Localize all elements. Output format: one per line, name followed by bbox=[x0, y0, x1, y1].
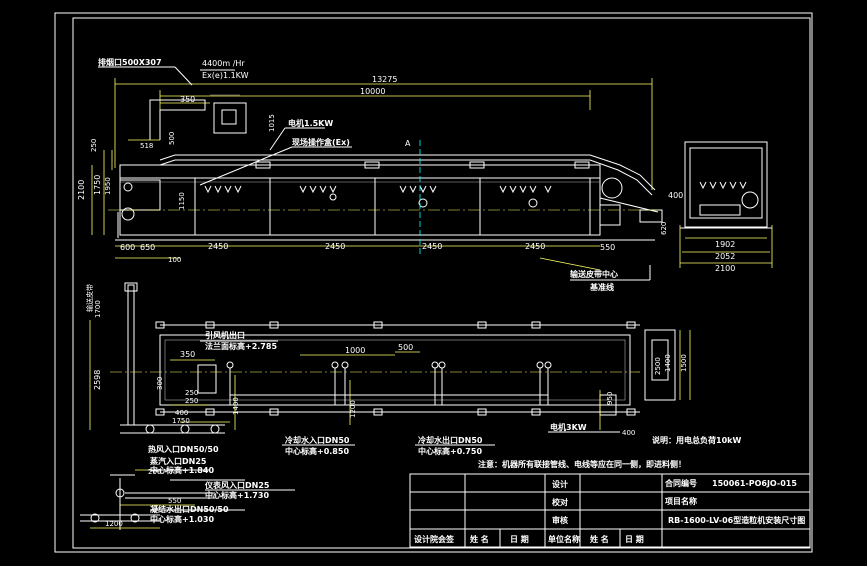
tb-institute: 设计院会签 bbox=[414, 534, 455, 544]
cond-out-label-2: 中心标高+1.030 bbox=[150, 514, 214, 524]
dim-plan-950: 950 bbox=[606, 392, 614, 405]
baseline-label-2: 基准线 bbox=[589, 282, 614, 292]
dim-seg3: 2450 bbox=[422, 242, 442, 251]
title-block bbox=[409, 473, 811, 548]
control-box-label: 现场操作盒(Ex) bbox=[292, 137, 350, 147]
dim-h1950: 1950 bbox=[104, 177, 112, 195]
dim-650: 650 bbox=[140, 243, 155, 252]
tb-design: 设计 bbox=[552, 479, 568, 489]
dim-620: 620 bbox=[660, 222, 668, 235]
tb-name2: 姓 名 bbox=[589, 534, 609, 544]
dim-h2100: 2100 bbox=[77, 180, 86, 200]
cold-out-label-1: 冷却水出口DN50 bbox=[418, 435, 483, 445]
dim-1200b: 1200 bbox=[105, 520, 123, 528]
dim-seg4: 2450 bbox=[525, 242, 545, 251]
steam-in-label-1: 蒸汽入口DN25 bbox=[150, 456, 207, 466]
tb-date2: 日 期 bbox=[625, 534, 644, 544]
dim-plan-250b: 250 bbox=[185, 397, 198, 405]
dim-2100: 2100 bbox=[715, 264, 735, 273]
note-main: 注意：机器所有联接管线、电线等应在同一侧，即进料侧！ bbox=[478, 459, 686, 469]
dim-plan-1750: 1750 bbox=[172, 417, 190, 425]
dim-plan-1200: 1200 bbox=[349, 400, 357, 418]
dim-plan-1000: 1000 bbox=[345, 346, 365, 355]
tb-project-label: 项目名称 bbox=[665, 496, 697, 506]
dim-2598: 2598 bbox=[93, 370, 102, 390]
dim-plan-250: 250 bbox=[185, 389, 198, 397]
dim-h1750: 1750 bbox=[93, 175, 102, 195]
dim-span: 10000 bbox=[360, 87, 385, 96]
dim-1902: 1902 bbox=[715, 240, 735, 249]
dim-200: 200 bbox=[148, 468, 161, 476]
inner-frame bbox=[72, 17, 811, 549]
tb-contract-label: 合同编号 bbox=[664, 478, 697, 488]
fan-outlet-label-2: 法兰面标高+2.785 bbox=[205, 341, 277, 351]
tb-name1: 姓 名 bbox=[469, 534, 489, 544]
cold-in-label-2: 中心标高+0.850 bbox=[285, 446, 349, 456]
side-view bbox=[679, 141, 773, 268]
dim-550: 550 bbox=[600, 243, 615, 252]
cold-out-label-2: 中心标高+0.750 bbox=[418, 446, 482, 456]
motor1-label: 电机1.5KW bbox=[288, 118, 333, 128]
cond-out-label-1: 凝结水出口DN50/50 bbox=[150, 504, 229, 514]
elevation-view bbox=[91, 78, 663, 271]
dim-seg1: 2450 bbox=[208, 242, 228, 251]
motor-ex-label: Ex(e)1.1KW bbox=[202, 71, 249, 80]
fan-outlet-label-1: 引风机出口 bbox=[205, 330, 245, 340]
dim-550: 550 bbox=[168, 497, 181, 505]
leader-lines bbox=[98, 66, 651, 511]
annotation-text: 排烟口500X307 4400m /Hr Ex(e)1.1KW 电机1.5KW … bbox=[77, 57, 805, 544]
hot-air-label: 热风入口DN50/50 bbox=[148, 444, 219, 454]
airflow-label: 4400m /Hr bbox=[202, 59, 245, 68]
steam-in-label-2: 中心标高+1.840 bbox=[150, 465, 214, 475]
air-in-label-2: 中心标高+1.730 bbox=[205, 490, 269, 500]
dim-plan-300: 300 bbox=[156, 377, 164, 390]
tb-unit: 单位名称 bbox=[548, 534, 580, 544]
cold-in-label-1: 冷却水入口DN50 bbox=[285, 435, 350, 445]
motor3-label: 电机3KW bbox=[550, 422, 587, 432]
tb-drawing-title: RB-1600-LV-06型造粒机安装尺寸图 bbox=[668, 515, 805, 525]
dim-plan-400: 400 bbox=[175, 409, 188, 417]
dim-plan-350: 350 bbox=[180, 350, 195, 359]
outer-frame bbox=[54, 12, 813, 553]
tb-check: 校对 bbox=[552, 497, 568, 507]
tb-date1: 日 期 bbox=[510, 534, 529, 544]
note-load: 说明：用电总负荷10kW bbox=[652, 435, 741, 445]
tb-review: 审核 bbox=[552, 515, 568, 525]
dim-1015: 1015 bbox=[268, 114, 276, 132]
dim-plan-1400b: 1400 bbox=[664, 354, 672, 372]
dim-h1150: 1150 bbox=[178, 192, 186, 210]
dim-1700: 1700 bbox=[94, 300, 102, 318]
dim-plan-2500: 2500 bbox=[654, 357, 662, 375]
section-mark-top: A bbox=[405, 139, 411, 148]
air-in-label-1: 仪表风入口DN25 bbox=[204, 480, 270, 490]
dim-h250: 250 bbox=[90, 139, 98, 152]
dim-600: 600 bbox=[120, 243, 135, 252]
dim-100: 100 bbox=[168, 256, 181, 264]
exhaust-label: 排烟口500X307 bbox=[98, 57, 162, 67]
dim-plan-1500: 1500 bbox=[680, 354, 688, 372]
tb-contract-no: 150061-PO6JO-015 bbox=[712, 479, 797, 488]
dim-plan-500: 500 bbox=[398, 343, 413, 352]
dim-400-side: 400 bbox=[668, 191, 683, 200]
dim-500: 500 bbox=[168, 132, 176, 145]
dim-seg2: 2450 bbox=[325, 242, 345, 251]
plan-view bbox=[80, 282, 691, 530]
dim-overall: 13275 bbox=[372, 75, 397, 84]
dim-2052: 2052 bbox=[715, 252, 735, 261]
dim-plan-1400: 1400 bbox=[232, 397, 240, 415]
dim-plan-400b: 400 bbox=[622, 429, 635, 437]
dim-518: 518 bbox=[140, 142, 153, 150]
vert-belt-label: 输送皮带 bbox=[85, 284, 94, 312]
baseline-label-1: 输送皮带中心 bbox=[570, 269, 618, 279]
dim-350: 350 bbox=[180, 95, 195, 104]
